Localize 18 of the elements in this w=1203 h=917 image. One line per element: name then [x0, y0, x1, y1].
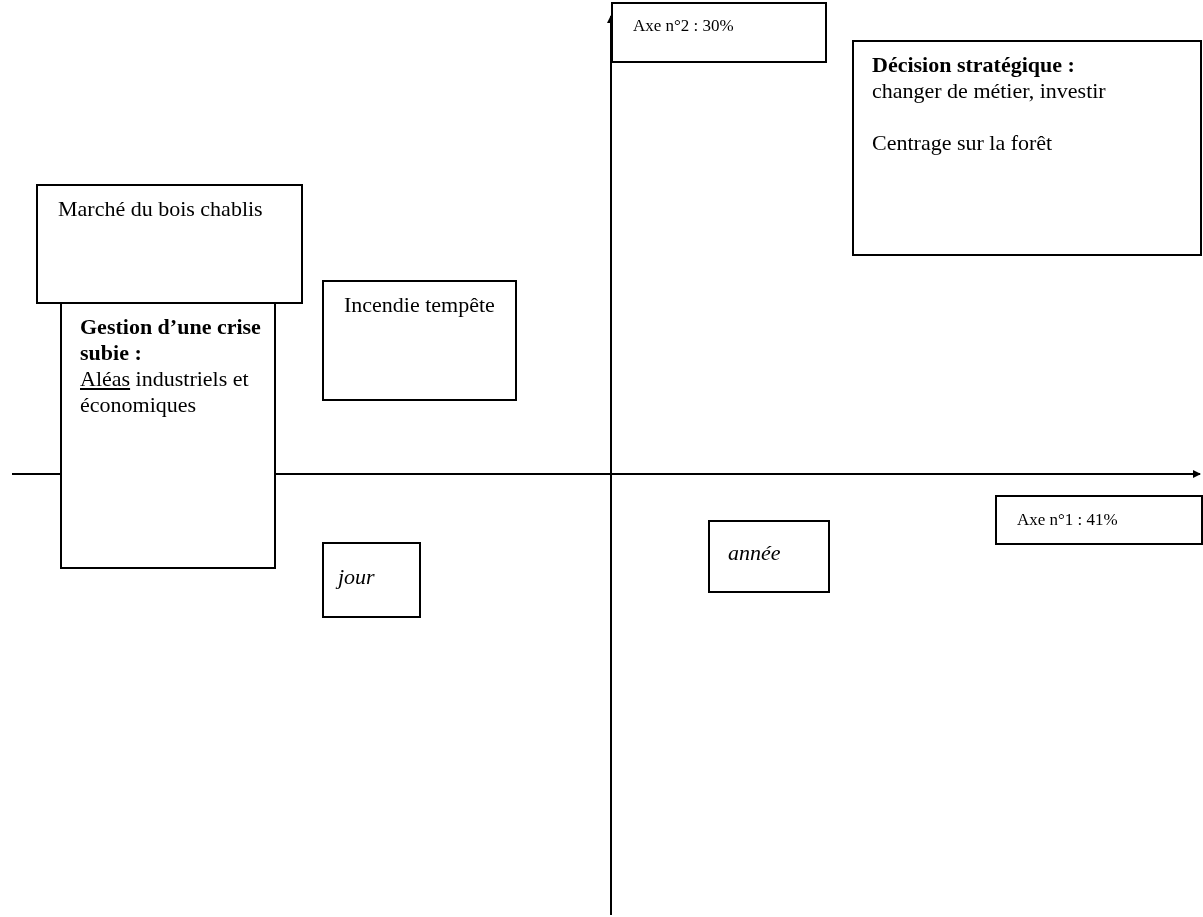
text-box	[322, 280, 517, 401]
axis-label: Axe n°2 : 30%	[633, 16, 735, 36]
text-box	[708, 520, 830, 593]
text-box	[36, 184, 303, 304]
text-box	[322, 542, 421, 618]
text-box	[995, 495, 1203, 545]
heading: Gestion d’une crise subie :	[80, 314, 262, 366]
box-label: Incendie tempête	[344, 292, 496, 318]
description: Centrage sur la forêt	[872, 130, 1054, 156]
description: Aléas industriels et économiques	[80, 366, 250, 418]
box-label: Marché du bois chablis	[58, 196, 264, 222]
text-box	[60, 302, 276, 569]
description: changer de métier, investir	[872, 78, 1107, 104]
axis-label: Axe n°1 : 41%	[1017, 510, 1119, 530]
box-label: année	[728, 540, 782, 566]
text-box	[611, 2, 827, 63]
heading: Décision stratégique :	[872, 52, 1076, 78]
text-box	[852, 40, 1202, 256]
